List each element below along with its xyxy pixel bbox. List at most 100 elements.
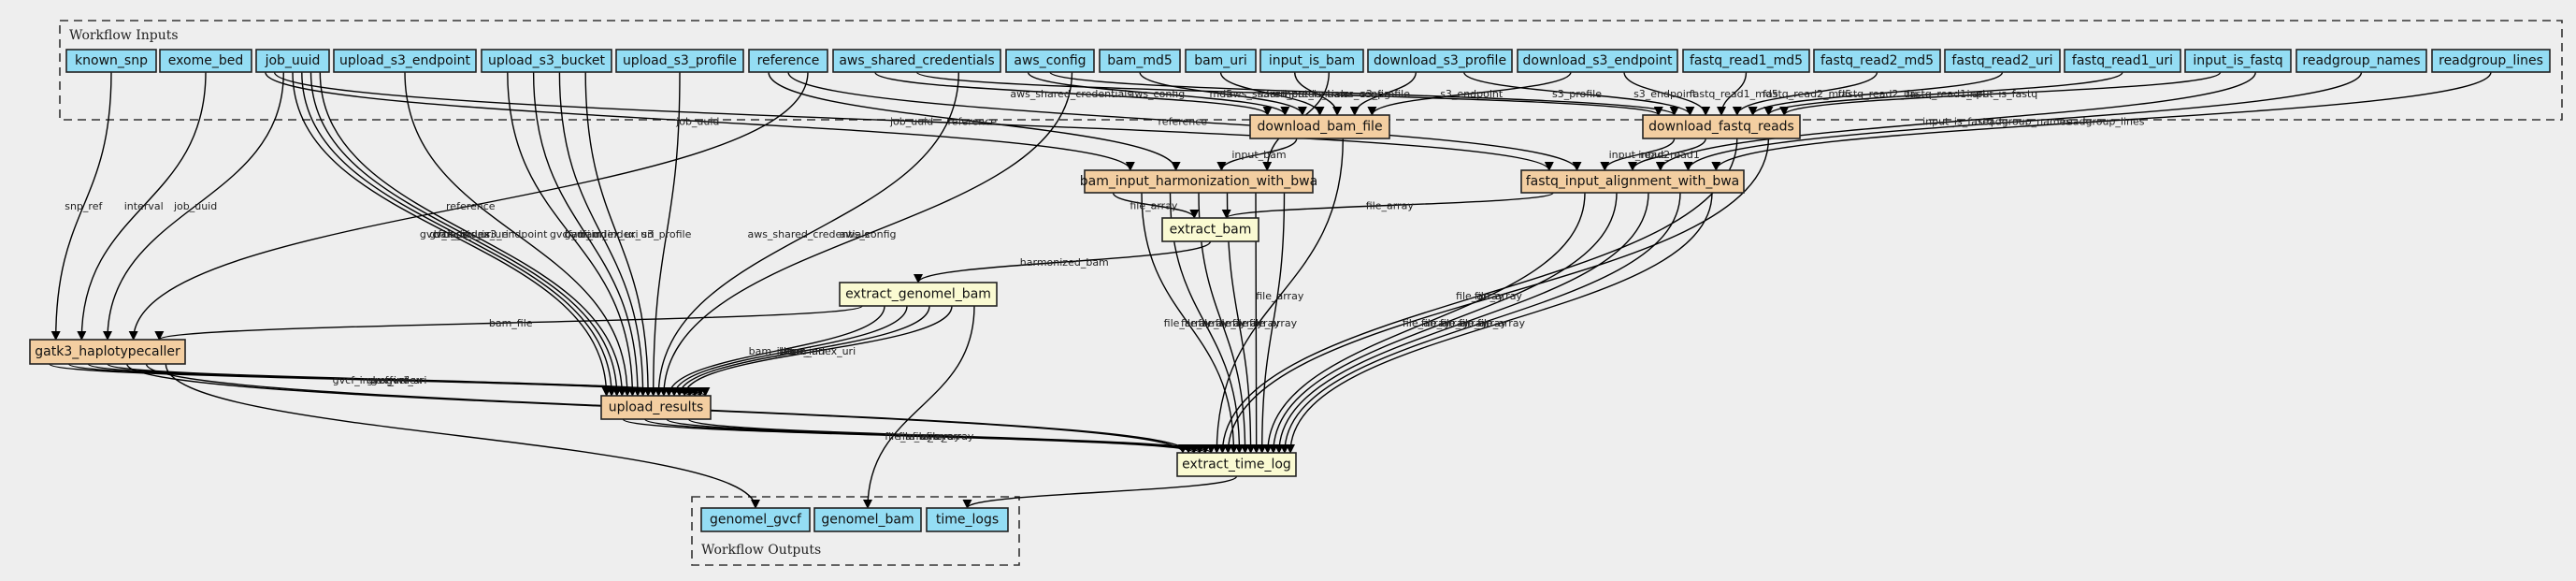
edge-label: readgroup_names [1979, 116, 2071, 128]
edge-job_uuid-to-upload_results [292, 71, 612, 397]
edge-path [1141, 192, 1239, 454]
node-download-s3-profile[interactable]: download_s3_profile [1367, 49, 1513, 73]
node-known-snp[interactable]: known_snp [65, 49, 157, 73]
edge-upload_results-to-extract_time_log [687, 418, 1216, 454]
node-box [1813, 49, 1941, 73]
cluster-label-outputs: Workflow Outputs [701, 543, 821, 558]
edge-path [1027, 71, 1290, 116]
node-label: bam_md5 [1107, 53, 1173, 68]
edge-label: gvcf_index_uri [333, 374, 407, 386]
edge-label: aws_config [1129, 88, 1186, 100]
node-fastq-read2-uri[interactable]: fastq_read2_uri [1944, 49, 2061, 73]
node-label: fastq_read1_uri [2072, 53, 2173, 68]
edge-path [1212, 138, 1344, 454]
node-bam-input-harmonization-with-bwa[interactable]: bam_input_harmonization_with_bwa [1080, 169, 1317, 194]
edge-path [768, 71, 1181, 171]
edge-label: readgroup_lines [2063, 116, 2145, 128]
edge-path [1711, 71, 2492, 171]
edge-label: input_read2 [1609, 149, 1671, 161]
node-box [926, 507, 1009, 532]
edge-path [664, 305, 885, 397]
edge-label: bam [779, 345, 801, 357]
edge-label: file_array [1130, 200, 1178, 212]
edge-path [107, 363, 711, 397]
node-aws-shared-credentials[interactable]: aws_shared_credentials [832, 49, 1001, 73]
edge-path [1779, 71, 2222, 116]
node-bam-md5[interactable]: bam_md5 [1099, 49, 1181, 73]
edge-path [154, 305, 863, 341]
edge-label: aws_shared_credentials [1227, 88, 1349, 100]
edge-upload_s3_bucket-to-upload_results [558, 71, 648, 397]
edge-label: input_is_fastq [1922, 116, 1993, 128]
edge-bam_input_harmonization_with_bwa-to-extract_time_log [1141, 192, 1239, 454]
node-label: input_is_fastq [2193, 53, 2282, 68]
node-genomel-bam[interactable]: genomel_bam [813, 507, 922, 532]
edge-path [863, 305, 975, 509]
node-genomel-gvcf[interactable]: genomel_gvcf [700, 507, 811, 532]
node-upload-results[interactable]: upload_results [600, 395, 712, 420]
edge-path [309, 71, 622, 397]
node-box [29, 339, 186, 365]
node-label: genomel_gvcf [710, 513, 802, 528]
edge-label: job_uuid [173, 200, 217, 212]
edge-path [50, 71, 112, 341]
node-fastq-read1-md5[interactable]: fastq_read1_md5 [1682, 49, 1810, 73]
edge-path [507, 71, 638, 397]
node-extract-genomel-bam[interactable]: extract_genomel_bam [839, 282, 998, 307]
edge-label: bam_uri [443, 228, 485, 240]
edge-label: file_array [1459, 317, 1507, 329]
node-fastq-input-alignment-with-bwa[interactable]: fastq_input_alignment_with_bwa [1520, 169, 1745, 194]
edge-fastq_read1_md5-to-download_fastq_reads [1717, 71, 1748, 116]
node-label: download_bam_file [1257, 120, 1382, 135]
edge-path [292, 71, 612, 397]
node-gatk3-haplotypecaller[interactable]: gatk3_haplotypecaller [29, 339, 186, 365]
node-time-logs[interactable]: time_logs [926, 507, 1009, 532]
node-label: bam_uri [1194, 53, 1247, 68]
node-extract-bam[interactable]: extract_bam [1161, 217, 1259, 242]
node-aws-config[interactable]: aws_config [1005, 49, 1095, 73]
edge-path [1717, 71, 1748, 116]
node-exome-bed[interactable]: exome_bed [159, 49, 252, 73]
edge-path [669, 305, 908, 397]
edge-path [1217, 138, 1738, 454]
edge-download_s3_profile-to-download_bam_file [1349, 71, 1417, 116]
edge-label: input_is_bam [1282, 88, 1350, 100]
node-input-is-fastq[interactable]: input_is_fastq [2184, 49, 2292, 73]
node-upload-s3-endpoint[interactable]: upload_s3_endpoint [333, 49, 477, 73]
node-job-uuid[interactable]: job_uuid [255, 49, 330, 73]
node-download-bam-file[interactable]: download_bam_file [1249, 114, 1390, 139]
node-label: fastq_input_alignment_with_bwa [1526, 174, 1740, 189]
node-readgroup-names[interactable]: readgroup_names [2295, 49, 2427, 73]
edge-extract_genomel_bam-to-upload_results [664, 305, 885, 397]
edge-label: file_array [1456, 290, 1504, 302]
edge-gatk3_haplotypecaller-to-genomel_gvcf [165, 363, 760, 509]
node-upload-s3-bucket[interactable]: upload_s3_bucket [481, 49, 612, 73]
node-upload-s3-profile[interactable]: upload_s3_profile [615, 49, 744, 73]
node-label: upload_s3_profile [623, 53, 737, 68]
edge-label: snp_ref [65, 200, 103, 212]
edge-bam_uri-to-download_bam_file [1219, 71, 1325, 116]
node-label: input_is_bam [1269, 53, 1355, 68]
node-download-fastq-reads[interactable]: download_fastq_reads [1642, 114, 1801, 139]
edge-label: fastq_read1_uri [1906, 88, 1985, 100]
node-readgroup-lines[interactable]: readgroup_lines [2431, 49, 2551, 73]
edge-label: gvcf_index_uri [420, 228, 494, 240]
node-label: fastq_read1_md5 [1690, 53, 1803, 68]
node-box [2295, 49, 2427, 73]
node-input-is-bam[interactable]: input_is_bam [1259, 49, 1364, 73]
node-fastq-read1-uri[interactable]: fastq_read1_uri [2064, 49, 2181, 73]
node-download-s3-endpoint[interactable]: download_s3_endpoint [1517, 49, 1678, 73]
node-label: aws_config [1014, 53, 1086, 68]
cluster-inputs: Workflow Inputs [59, 20, 2563, 121]
edge-path [1262, 192, 1586, 454]
node-label: job_uuid [265, 53, 321, 68]
edge-label: file_array [885, 430, 933, 443]
node-fastq-read2-md5[interactable]: fastq_read2_md5 [1813, 49, 1941, 73]
edge-path [103, 71, 284, 341]
edge-label: aws_config [840, 228, 897, 240]
node-extract-time-log[interactable]: extract_time_log [1176, 452, 1297, 477]
node-bam-uri[interactable]: bam_uri [1185, 49, 1257, 73]
node-label: download_fastq_reads [1648, 120, 1794, 135]
node-reference[interactable]: reference [748, 49, 828, 73]
edge-label: s3_profile [1552, 88, 1602, 100]
